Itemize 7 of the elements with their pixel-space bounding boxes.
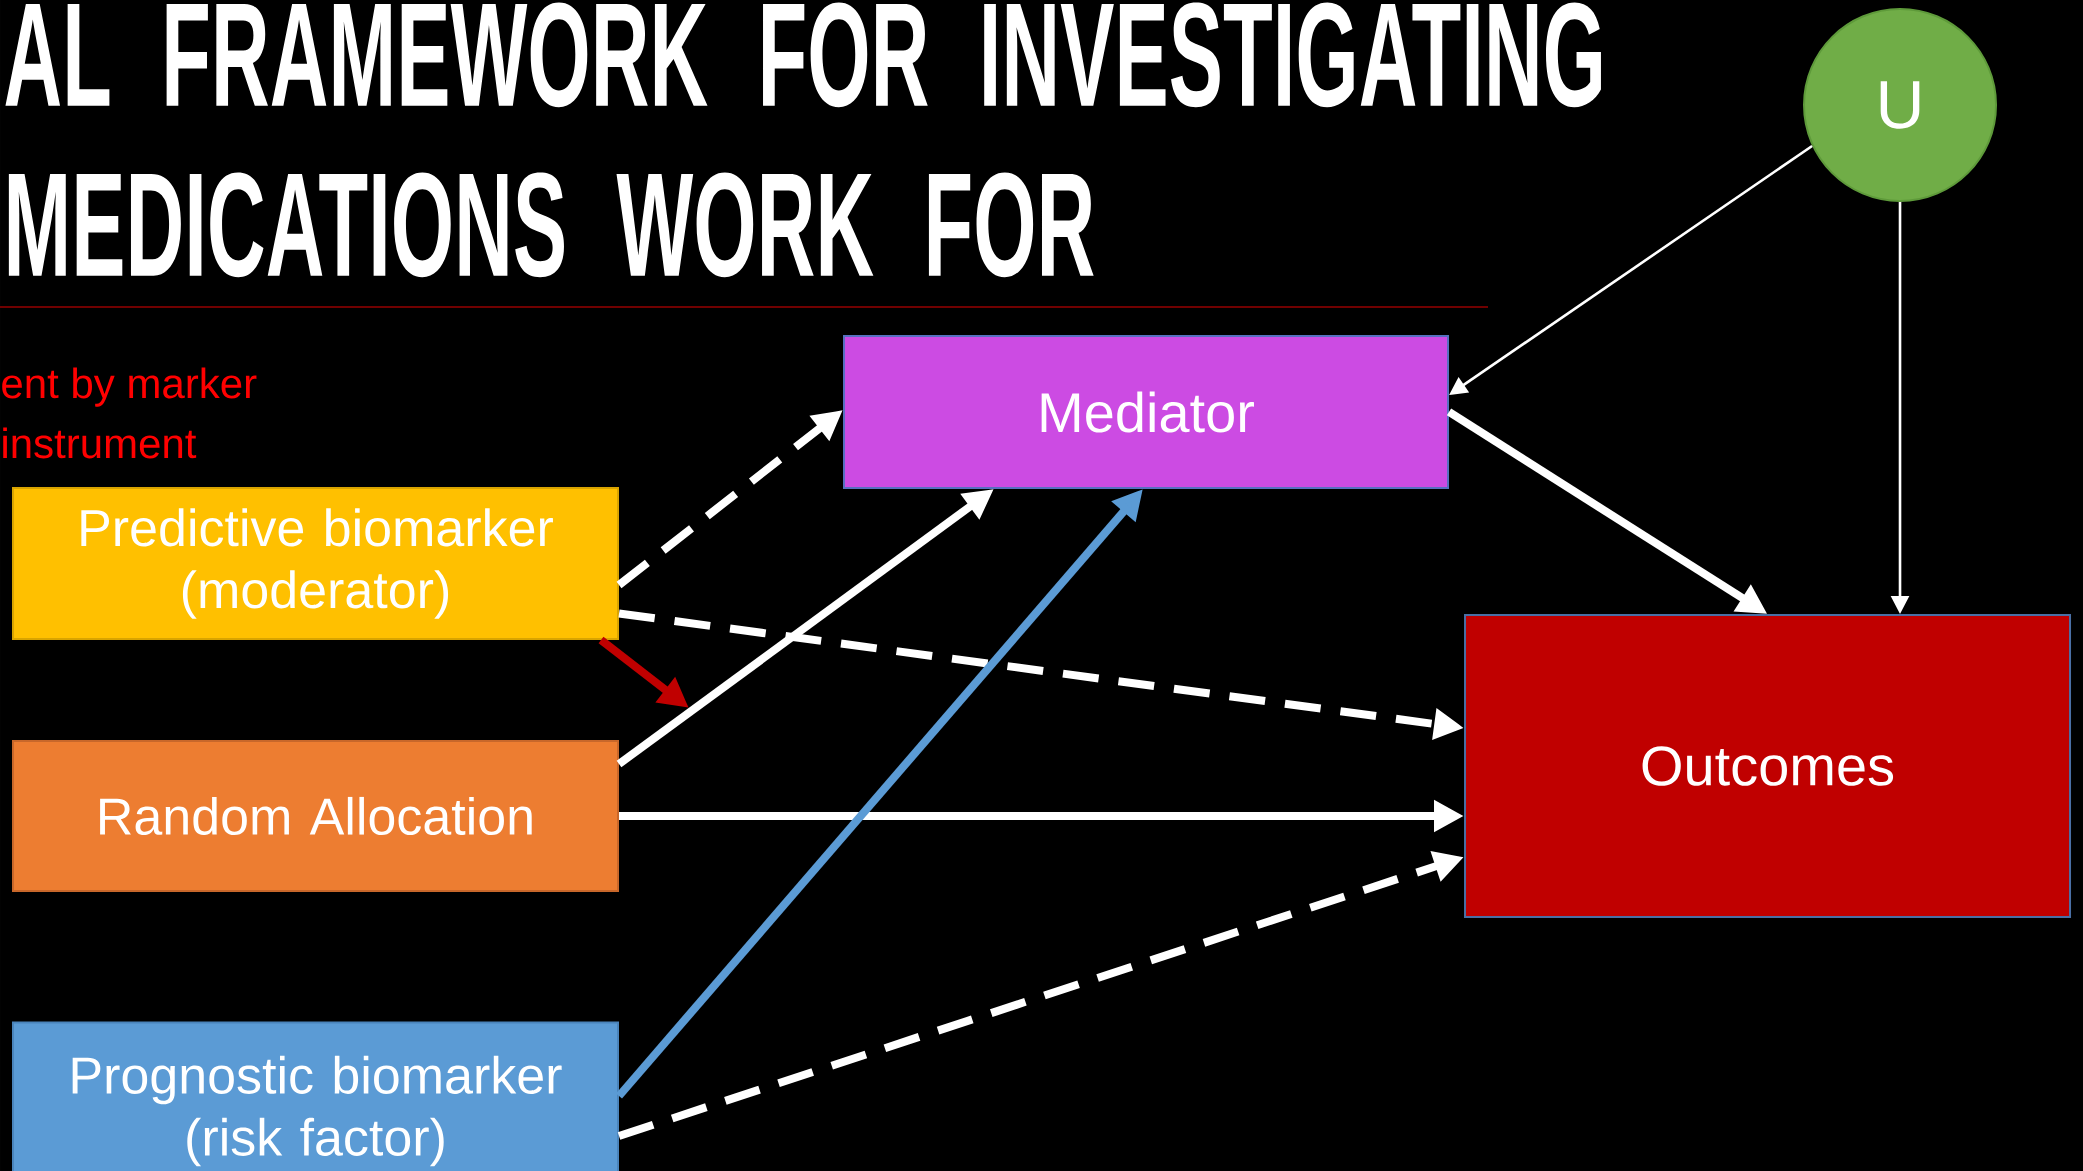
risk-factor-box: Prognostic biomarker (risk factor) (12, 1021, 619, 1171)
slide-title: AL FRAMEWORK FOR INVESTIGATING MEDICATIONS WORK FOR (5, 2, 1601, 278)
outcome-box: Outcomes (1464, 614, 2071, 918)
moderator-box: Predictive biomarker (moderator) (12, 487, 619, 640)
note-text: ent by marker (2, 367, 257, 407)
mediator-box: Mediator (843, 335, 1449, 489)
process-box: Random Allocation (12, 740, 619, 892)
